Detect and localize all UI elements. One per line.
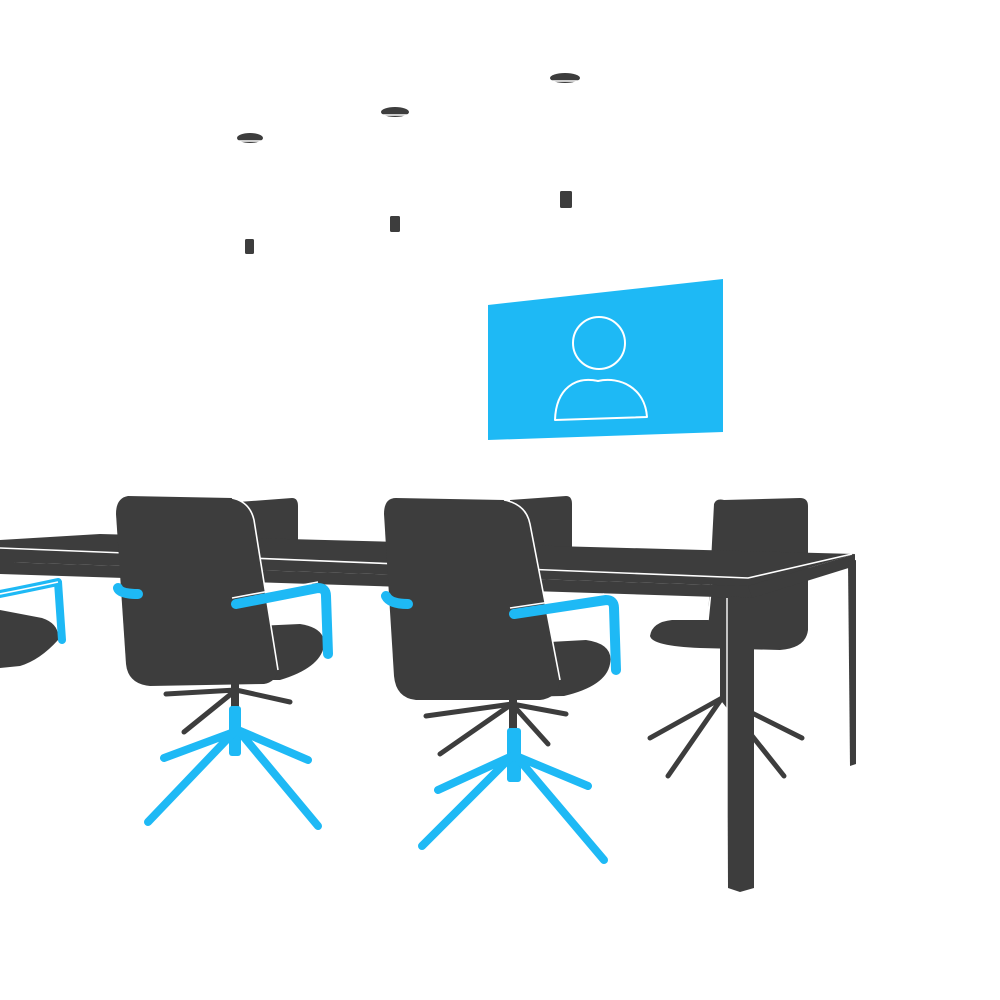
office-chair-icon bbox=[113, 496, 333, 830]
ceiling-light-icon bbox=[381, 107, 409, 232]
ceiling-light-icon bbox=[550, 73, 580, 208]
office-chair-icon bbox=[0, 578, 66, 668]
ceiling-light-icon bbox=[237, 133, 263, 254]
person-avatar-icon bbox=[554, 316, 648, 421]
video-call-screen-icon bbox=[488, 279, 723, 440]
office-chair-icon bbox=[381, 498, 621, 864]
